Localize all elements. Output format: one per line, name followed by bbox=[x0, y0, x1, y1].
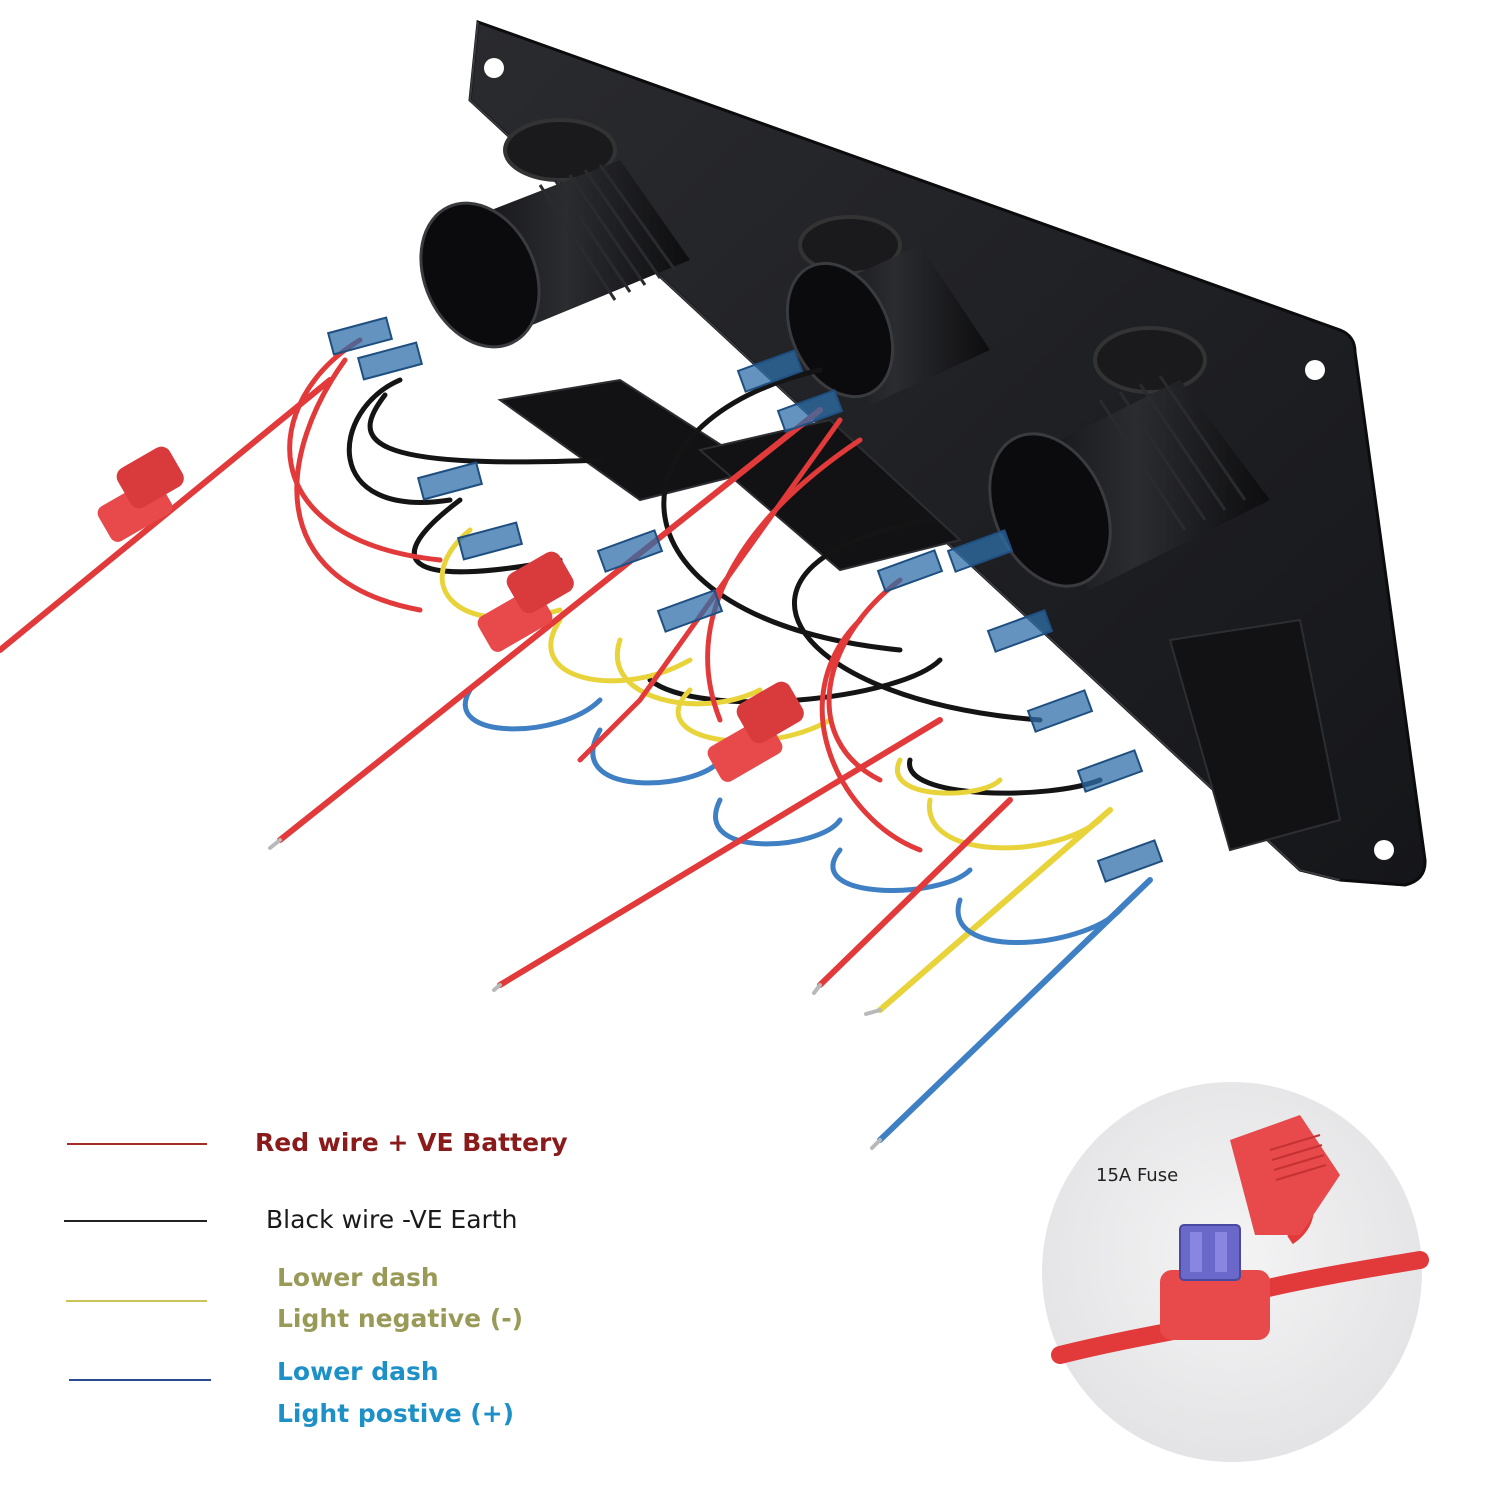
fuse-holder-2 bbox=[477, 551, 574, 652]
blue-connectors bbox=[326, 316, 1164, 883]
legend-black-label: Black wire -VE Earth bbox=[266, 1205, 518, 1234]
fuse-holder-1 bbox=[97, 446, 184, 542]
mount-hole-bottom-right bbox=[1374, 840, 1394, 860]
mount-hole-top-right bbox=[1305, 360, 1325, 380]
mount-hole-top-left bbox=[484, 58, 504, 78]
red-wires bbox=[0, 337, 1013, 988]
legend-yellow-line bbox=[66, 1300, 207, 1302]
legend-yellow-label-2: Light negative (-) bbox=[277, 1304, 524, 1333]
legend-blue-label-2: Light postive (+) bbox=[277, 1399, 515, 1428]
legend-red-line bbox=[67, 1143, 207, 1145]
legend-blue-line bbox=[69, 1379, 211, 1381]
fuse-inset bbox=[1042, 1082, 1429, 1462]
black-wires bbox=[346, 367, 1103, 796]
wire-tips bbox=[268, 838, 882, 1150]
legend-black-line bbox=[64, 1220, 207, 1222]
blue-wires bbox=[462, 687, 1153, 1143]
legend-blue-label-1: Lower dash bbox=[277, 1357, 439, 1386]
socket-usb-1 bbox=[419, 118, 690, 349]
legend-yellow-label-1: Lower dash bbox=[277, 1263, 439, 1292]
blade-fuse-icon bbox=[1179, 1224, 1241, 1281]
fuse-holder-3 bbox=[707, 681, 804, 782]
legend-red-label: Red wire + VE Battery bbox=[255, 1128, 568, 1157]
socket-voltmeter bbox=[988, 326, 1270, 590]
fuse-inset-label: 15A Fuse bbox=[1096, 1165, 1179, 1186]
socket-usb-2 bbox=[785, 215, 990, 405]
